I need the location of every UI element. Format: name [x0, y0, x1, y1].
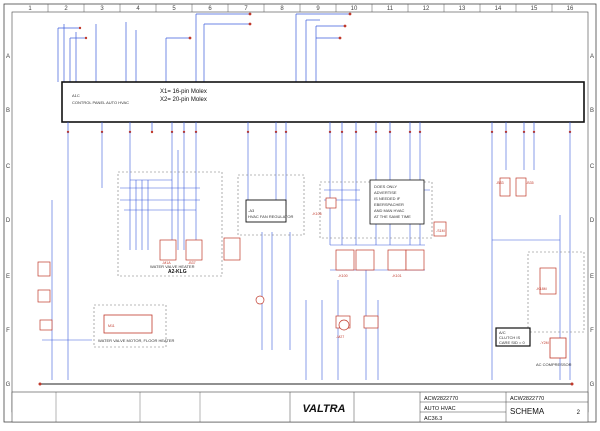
fan-motor-icon: [255, 295, 265, 305]
col-label-5: 5: [172, 6, 176, 12]
col-label-6: 6: [208, 6, 212, 12]
col-label-1: 1: [28, 6, 32, 12]
relay-s1m-label: -S1M: [436, 229, 445, 233]
molex-line-2: X2= 20-pin Molex: [160, 97, 207, 103]
m27-motor-icon: [338, 319, 350, 331]
relay-m1a: [159, 239, 177, 261]
fan-regulator-ref: -A3: [248, 208, 255, 213]
molex-pin-markers: [66, 130, 572, 134]
molex-pin-stubs: [67, 122, 571, 132]
row-label-right-c: C: [590, 164, 595, 170]
valve-motor-label: WATER VALVE MOTOR, FLOOR HEATER: [98, 338, 174, 343]
note-line-3: IS NEEDED IF: [374, 196, 401, 201]
compressor-note-1: A/C: [499, 330, 506, 335]
top-feed-wires: [57, 13, 350, 82]
doc-number-1: ACW2822770: [424, 396, 458, 402]
a2-klg-label: A2-KLG: [168, 269, 187, 275]
col-label-3: 3: [100, 6, 104, 12]
col-label-10: 10: [351, 6, 358, 12]
note-box: [369, 179, 425, 225]
desc-line-2: AC36.3: [424, 416, 442, 422]
note-line-6: AT THE SAME TIME: [374, 214, 411, 219]
doc-number-2: ACW2822770: [510, 396, 544, 402]
compressor-clutch-coil: [549, 337, 567, 359]
col-label-13: 13: [459, 6, 466, 12]
outer-frame: [3, 3, 597, 423]
col-label-15: 15: [531, 6, 538, 12]
row-label-f: F: [6, 328, 10, 334]
row-label-right-a: A: [590, 54, 594, 60]
relay-k106-label: -K106: [312, 212, 322, 216]
row-label-right-e: E: [590, 274, 594, 280]
ground-left-icon: [38, 382, 42, 386]
valve-motor-ref: M11: [108, 324, 115, 328]
compressor-note-2: CLUTCH IS: [499, 335, 520, 340]
vertical-wires: [51, 132, 571, 380]
relay-k101-label: -K101: [392, 274, 402, 278]
col-label-11: 11: [387, 6, 394, 12]
fan-regulator-outline: [237, 174, 305, 236]
title-block: [11, 391, 589, 423]
col-label-9: 9: [316, 6, 320, 12]
relay-a2-side: [223, 237, 241, 261]
compressor-note-box: [495, 327, 531, 347]
sheet-number: 2: [577, 410, 581, 416]
note-line-5: AND MAN HVAC: [374, 208, 404, 213]
inner-frame: [11, 11, 589, 413]
compressor-relay-outline: [527, 251, 585, 333]
col-label-8: 8: [280, 6, 284, 12]
row-label-b: B: [6, 108, 10, 114]
row-label-d: D: [6, 218, 11, 224]
col-label-4: 4: [136, 6, 140, 12]
row-label-a: A: [6, 54, 10, 60]
column-ticks: [47, 4, 553, 422]
control-panel-label: CONTROL PANEL AUTO HVAC: [72, 100, 129, 105]
relay-k100-label: -K100: [338, 274, 348, 278]
relay-b37: [185, 239, 203, 261]
row-label-right-g: G: [590, 382, 595, 388]
compressor-label: AC COMPRESSOR: [536, 362, 572, 367]
relay-m1a-label: -M1A: [162, 261, 171, 265]
relay-k18m-label: -K18M: [536, 287, 547, 291]
row-label-e: E: [6, 274, 10, 280]
desc-line-1: AUTO HVAC: [424, 406, 456, 412]
valve-motor-box: [103, 314, 153, 334]
row-labels: A B C D E F G A B C D E F G: [6, 54, 595, 388]
control-panel-molex-box: [61, 81, 585, 123]
compressor-ref: -Y2M: [540, 341, 549, 345]
row-label-right-b: B: [590, 108, 594, 114]
small-relays: [37, 177, 557, 331]
fan-regulator-label: HVAC FAN REGULATOR: [248, 214, 293, 219]
relay-b33-label: -B33: [496, 181, 504, 185]
col-label-2: 2: [64, 6, 68, 12]
column-labels: 1 2 3 4 5 6 7 8 9 10 11 12 13 14 15 16: [28, 6, 574, 12]
row-label-c: C: [6, 164, 11, 170]
row-label-right-f: F: [590, 328, 594, 334]
relay-b37-label: -B37: [188, 261, 196, 265]
schema-label: SCHEMA: [510, 407, 545, 416]
compressor-note-3: CARE SID = 0: [499, 340, 525, 345]
top-connector-dots: [78, 12, 352, 40]
brand-logo-text: VALTRA: [303, 403, 346, 415]
water-valve-heater-label: WATER VALVE HEATER: [150, 264, 195, 269]
col-label-16: 16: [567, 6, 574, 12]
col-label-14: 14: [495, 6, 502, 12]
note-line-2: ADVERTISE: [374, 190, 397, 195]
valve-motor-outline: [93, 304, 167, 348]
molex-ref: A1C: [72, 93, 80, 98]
fan-regulator-box: [245, 199, 287, 223]
row-label-g: G: [6, 382, 11, 388]
molex-line-1: X1= 16-pin Molex: [160, 89, 207, 95]
m27-label: -M27: [336, 335, 344, 339]
ground-right-icon: [570, 382, 574, 386]
col-label-12: 12: [423, 6, 430, 12]
note-line-4: EBERSPACHER: [374, 202, 404, 207]
col-label-7: 7: [244, 6, 248, 12]
a2-klg-module-outline: [117, 171, 223, 277]
row-label-right-d: D: [590, 218, 595, 224]
note-line-1: DOES ONLY: [374, 184, 397, 189]
relay-b35-label: -B35: [526, 181, 534, 185]
